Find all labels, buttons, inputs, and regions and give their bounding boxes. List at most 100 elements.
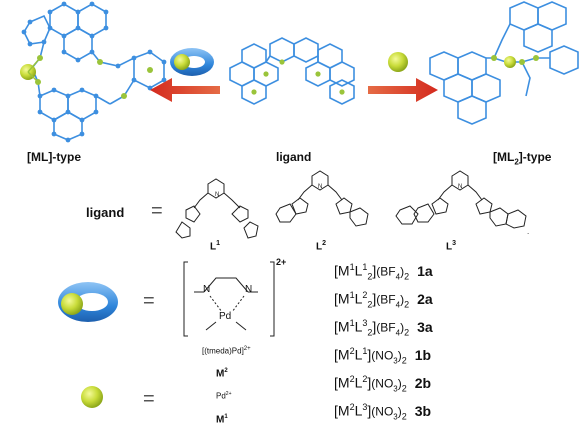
compound-ligand-index: 3 — [362, 318, 368, 328]
compound-code: 1a — [417, 262, 433, 279]
compound-bracket: ] — [372, 318, 377, 335]
compound-ligand-index: 2 — [362, 374, 368, 384]
ligand-caption: ligand — [276, 150, 312, 164]
ml2-type-label: [ML2]-type — [493, 150, 552, 167]
compound-anion-count: 2 — [404, 327, 410, 338]
arrow-left — [150, 78, 220, 102]
compound-bracket: ] — [372, 262, 377, 279]
ligand-molecule — [229, 37, 355, 105]
ligand-l1-label: L1 — [210, 240, 221, 253]
compound-anion-close: ) — [397, 348, 402, 363]
compound-metal: [M — [334, 318, 350, 335]
svg-text:.: . — [527, 227, 529, 236]
ligand-l3-structure — [395, 170, 527, 229]
compound-code: 1b — [414, 346, 432, 363]
compound-anion: (NO — [371, 404, 394, 419]
tmeda-pd: Pd — [219, 311, 232, 322]
compound-metal-index: 2 — [349, 346, 355, 356]
compound-metal: [M — [334, 402, 350, 419]
tmeda-equals: = — [143, 290, 155, 312]
tmeda-n1: N — [203, 284, 211, 295]
compound-ligand: L — [354, 346, 363, 363]
compound-anion-count: 2 — [401, 383, 407, 394]
compound-metal-index: 1 — [349, 318, 355, 328]
pd-ball-reagent-icon — [388, 52, 408, 72]
pd-equals: = — [143, 388, 155, 410]
compound-anion: (NO — [371, 348, 394, 363]
ml-type-molecule — [23, 3, 165, 141]
ligand-l3-label: L3 — [446, 240, 457, 253]
compound-ligand: L — [354, 318, 363, 335]
compound-anion-close: ) — [397, 376, 402, 391]
compound-code: 3b — [414, 402, 432, 419]
compound-metal-index: 1 — [349, 262, 355, 272]
m1-code: M1 — [216, 414, 228, 426]
compound-metal-index: 2 — [349, 374, 355, 384]
ml-type-n-atoms — [35, 55, 153, 99]
compound-ligand-index: 3 — [362, 402, 368, 412]
compound-code: 3a — [417, 318, 433, 335]
compound-anion-sub: 4 — [395, 328, 401, 338]
tmeda-pd-ring-icon — [58, 282, 118, 322]
compound-anion-count: 2 — [404, 299, 410, 310]
compound-ligand-count: 2 — [367, 299, 373, 310]
compound-anion-sub: 4 — [395, 272, 401, 282]
compound-ligand-count: 2 — [367, 327, 373, 338]
compound-ligand-count: 2 — [367, 271, 373, 282]
compound-metal: [M — [334, 290, 350, 307]
compound-anion-sub: 3 — [393, 356, 398, 366]
ml-type-label: [ML]-type — [27, 150, 81, 164]
compound-metal: [M — [334, 346, 350, 363]
compound-anion-count: 2 — [401, 411, 407, 422]
tmeda-caption: [(tmeda)Pd]2+ — [202, 346, 251, 356]
compound-bracket: ] — [367, 346, 372, 363]
ligand-l1-structure — [175, 178, 259, 239]
compound-anion: (BF — [376, 292, 396, 307]
ligand-row-equals: = — [151, 200, 163, 222]
ml-type-atoms — [21, 1, 167, 143]
pd-ball-icon — [81, 386, 103, 408]
compound-bracket: ] — [367, 402, 372, 419]
arrow-right — [368, 78, 438, 102]
svg-text:N: N — [318, 184, 322, 190]
compound-anion: (BF — [376, 320, 396, 335]
compound-anion: (NO — [371, 376, 394, 391]
ligand-l2-structure — [275, 170, 369, 227]
compound-anion: (BF — [376, 264, 396, 279]
m2-code: M2 — [216, 368, 228, 380]
compound-code: 2b — [414, 374, 432, 391]
compound-ligand: L — [354, 374, 363, 391]
compound-anion-sub: 3 — [393, 412, 398, 422]
compound-bracket: ] — [367, 374, 372, 391]
compound-metal-index: 1 — [349, 290, 355, 300]
compound-metal: [M — [334, 374, 350, 391]
compound-anion-sub: 4 — [395, 300, 401, 310]
compound-code: 2a — [417, 290, 433, 307]
ring-reagent-icon — [170, 48, 214, 76]
ligand-row-label: ligand — [86, 205, 125, 220]
compound-bracket: ] — [372, 290, 377, 307]
ligand-l2-label: L2 — [316, 240, 327, 253]
tmeda-charge: 2+ — [276, 257, 287, 267]
compound-ligand-index: 1 — [362, 346, 368, 356]
svg-text:N: N — [458, 184, 462, 190]
compound-anion-close: ) — [397, 404, 402, 419]
compound-anion-close: ) — [400, 264, 405, 279]
ligand-n-atoms — [251, 59, 345, 95]
compound-metal: [M — [334, 262, 350, 279]
compound-anion-close: ) — [400, 292, 405, 307]
ml2-type-n-atoms — [491, 55, 539, 65]
compound-ligand: L — [354, 262, 363, 279]
ml2-type-metal-ball — [504, 56, 516, 68]
compound-metal-index: 2 — [349, 402, 355, 412]
compound-anion-sub: 3 — [393, 384, 398, 394]
compound-anion-close: ) — [400, 320, 405, 335]
compound-anion-count: 2 — [404, 271, 410, 282]
